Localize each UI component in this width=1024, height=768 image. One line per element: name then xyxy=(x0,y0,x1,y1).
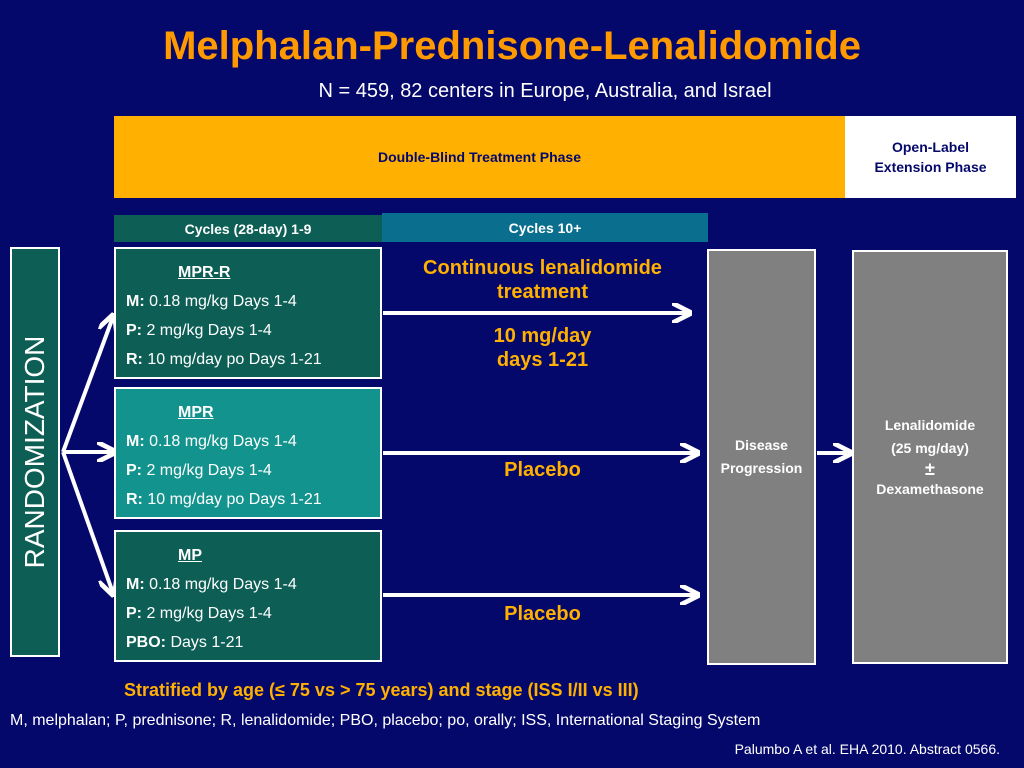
arrow-to-mp xyxy=(61,451,113,593)
placebo-label-mpr: Placebo xyxy=(504,459,581,481)
arm-name: MPR xyxy=(178,404,214,421)
extension-treatment-box: Lenalidomide (25 mg/day) ± Dexamethasone xyxy=(852,250,1008,664)
double-blind-phase-bar: Double-Blind Treatment Phase xyxy=(114,116,845,198)
page-subtitle: N = 459, 82 centers in Europe, Australia… xyxy=(318,80,772,102)
arm-mpr-r-box: MPR-R M: 0.18 mg/kg Days 1-4 P: 2 mg/kg … xyxy=(114,247,382,379)
dose-line-m: M: 0.18 mg/kg Days 1-4 xyxy=(126,576,297,593)
arm-name: MPR-R xyxy=(178,264,231,281)
page-title: Melphalan-Prednisone-Lenalidomide xyxy=(163,24,861,68)
abbreviations-footnote: M, melphalan; P, prednisone; R, lenalido… xyxy=(10,712,761,729)
extension-drug-2: Dexamethasone xyxy=(876,480,984,497)
dose-line-r: R: 10 mg/day po Days 1-21 xyxy=(126,491,322,508)
progression-line-1: Disease xyxy=(735,437,788,453)
arm-mpr-box: MPR M: 0.18 mg/kg Days 1-4 P: 2 mg/kg Da… xyxy=(114,387,382,519)
disease-progression-box: Disease Progression xyxy=(707,249,816,665)
dose-line-p: P: 2 mg/kg Days 1-4 xyxy=(126,462,272,479)
open-label-phase-box: Open-Label Extension Phase xyxy=(845,116,1016,198)
citation: Palumbo A et al. EHA 2010. Abstract 0566… xyxy=(734,741,1000,757)
placebo-label-mp: Placebo xyxy=(504,603,581,625)
stratification-note: Stratified by age (≤ 75 vs > 75 years) a… xyxy=(124,680,639,700)
dose-line-pbo: PBO: Days 1-21 xyxy=(126,634,244,651)
open-label-line-2: Extension Phase xyxy=(874,159,987,175)
continuous-lenalidomide-label: Continuous lenalidomide treatment xyxy=(423,257,662,303)
cycles-1-9-header: Cycles (28-day) 1-9 xyxy=(114,215,382,242)
dose-line-m: M: 0.18 mg/kg Days 1-4 xyxy=(126,293,297,310)
cycles-1-9-label: Cycles (28-day) 1-9 xyxy=(184,220,312,237)
dose-line-p: P: 2 mg/kg Days 1-4 xyxy=(126,322,272,339)
dose-line-r: R: 10 mg/day po Days 1-21 xyxy=(126,351,322,368)
extension-dose: (25 mg/day) xyxy=(891,439,969,456)
open-label-line-1: Open-Label xyxy=(891,139,969,155)
progression-line-2: Progression xyxy=(720,460,803,476)
cycles-10-plus-header: Cycles 10+ xyxy=(382,213,708,242)
plus-minus-symbol: ± xyxy=(925,458,935,479)
arm-name: MP xyxy=(178,547,202,564)
arm-mp-box: MP M: 0.18 mg/kg Days 1-4 P: 2 mg/kg Day… xyxy=(114,530,382,662)
continuation-dose-label: 10 mg/day days 1-21 xyxy=(493,325,592,371)
double-blind-phase-label: Double-Blind Treatment Phase xyxy=(377,149,582,165)
randomization-box xyxy=(10,247,60,657)
extension-drug: Lenalidomide xyxy=(884,416,976,433)
dose-line-m: M: 0.18 mg/kg Days 1-4 xyxy=(126,433,297,450)
cycles-10-plus-label: Cycles 10+ xyxy=(508,219,582,236)
arrow-to-mpr-r xyxy=(61,317,113,453)
dose-line-p: P: 2 mg/kg Days 1-4 xyxy=(126,605,272,622)
